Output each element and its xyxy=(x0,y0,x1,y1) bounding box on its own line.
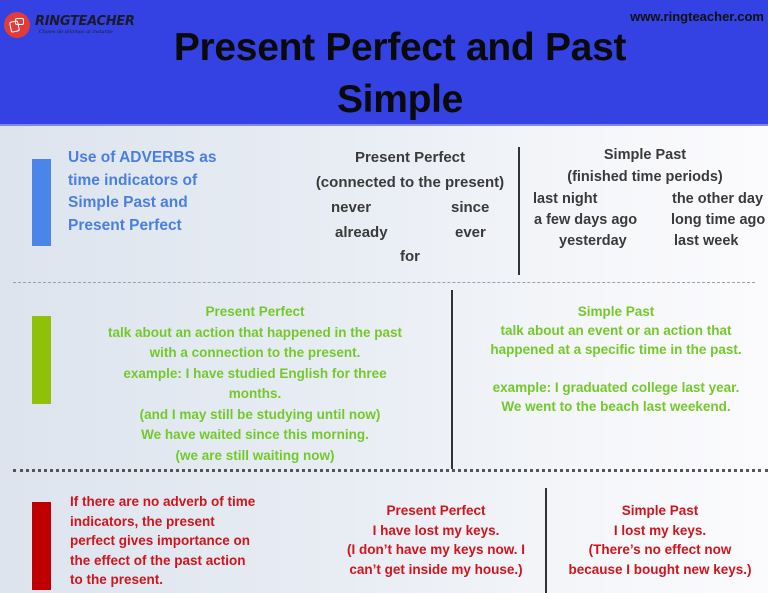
sp-heading: Simple Past xyxy=(603,147,687,163)
adverb-item: never xyxy=(331,199,372,216)
adverb-item: the other day xyxy=(672,191,764,207)
sp-subheading: (finished time periods) xyxy=(567,169,723,185)
usage-line: (and I may still be studying until now) xyxy=(139,406,381,422)
adverb-item: ever xyxy=(455,224,486,241)
pp-example: Present Perfect I have lost my keys. (I … xyxy=(322,501,550,579)
logo-name: RINGTEACHER xyxy=(35,14,135,29)
intro-line: Use of ADVERBS as xyxy=(68,149,217,166)
sp-usage: Simple Past talk about an event or an ac… xyxy=(458,302,768,416)
usage-line: example: I have studied English for thre… xyxy=(123,365,387,381)
usage-line: talk about an action that happened in th… xyxy=(107,324,403,340)
adverb-item: since xyxy=(451,199,490,216)
blue-accent-bar xyxy=(32,159,51,246)
usage-line: We have waited since this morning. xyxy=(141,427,369,442)
example-line: I lost my keys. xyxy=(613,522,707,538)
green-accent-bar xyxy=(32,316,51,404)
sp-usage-heading: Simple Past xyxy=(577,304,655,319)
adverb-item: last night xyxy=(533,191,598,207)
usage-line: We went to the beach last weekend. xyxy=(501,399,731,414)
adverb-item: long time ago xyxy=(671,212,766,228)
example-line: (I don’t have my keys now. I xyxy=(346,542,526,557)
intro-line: Simple Past and xyxy=(68,194,188,211)
page-title: Present Perfect and Past Simple xyxy=(80,22,720,126)
usage-line: example: I graduated college last year. xyxy=(492,380,740,395)
usage-line: (we are still waiting now) xyxy=(175,447,335,463)
section-divider xyxy=(13,282,755,283)
adverb-item: yesterday xyxy=(559,233,627,249)
chat-cards-icon xyxy=(4,12,30,38)
title-line-1: Present Perfect and Past xyxy=(173,26,627,69)
sp-example-heading: Simple Past xyxy=(621,503,699,518)
intro-line: Present Perfect xyxy=(68,216,182,234)
usage-line: months. xyxy=(228,386,282,401)
website-url: www.ringteacher.com xyxy=(630,9,764,24)
effect-intro: If there are no adverb of time indicator… xyxy=(70,492,300,590)
adverbs-intro: Use of ADVERBS as time indicators of Sim… xyxy=(68,147,268,237)
ringteacher-logo: RINGTEACHER Clases de idiomas al instant… xyxy=(4,12,135,38)
effect-line: If there are no adverb of time xyxy=(70,494,256,509)
column-divider xyxy=(545,488,547,593)
pp-subheading: (connected to the present) xyxy=(315,174,505,191)
effect-line: perfect gives importance on xyxy=(70,533,251,548)
pp-example-heading: Present Perfect xyxy=(386,503,486,518)
example-line: can’t get inside my house.) xyxy=(349,561,523,577)
usage-line: happened at a specific time in the past. xyxy=(490,342,742,357)
example-line: I have lost my keys. xyxy=(372,522,500,538)
adverb-item: a few days ago xyxy=(534,212,638,228)
effect-line: indicators, the present xyxy=(70,513,215,529)
effect-line: the effect of the past action xyxy=(70,552,246,568)
column-divider xyxy=(518,147,520,275)
example-line: because I bought new keys.) xyxy=(568,561,752,577)
section-divider-dotted xyxy=(13,469,768,472)
intro-line: time indicators of xyxy=(68,171,198,189)
example-line: (There’s no effect now xyxy=(588,542,732,557)
adverb-item: for xyxy=(400,248,420,265)
logo-tagline: Clases de idiomas al instante xyxy=(39,29,113,35)
red-accent-bar xyxy=(32,502,51,590)
usage-line: with a connection to the present. xyxy=(149,345,361,360)
effect-line: to the present. xyxy=(70,572,164,587)
pp-heading: Present Perfect xyxy=(354,149,466,166)
column-divider xyxy=(451,290,453,469)
adverb-item: already xyxy=(335,224,388,241)
pp-usage: Present Perfect talk about an action tha… xyxy=(70,302,440,466)
adverb-item: last week xyxy=(674,233,739,249)
sp-example: Simple Past I lost my keys. (There’s no … xyxy=(552,501,768,579)
pp-usage-heading: Present Perfect xyxy=(205,304,305,319)
header-banner: RINGTEACHER Clases de idiomas al instant… xyxy=(0,0,768,126)
title-line-2: Simple xyxy=(336,78,464,121)
usage-line: talk about an event or an action that xyxy=(500,323,732,338)
